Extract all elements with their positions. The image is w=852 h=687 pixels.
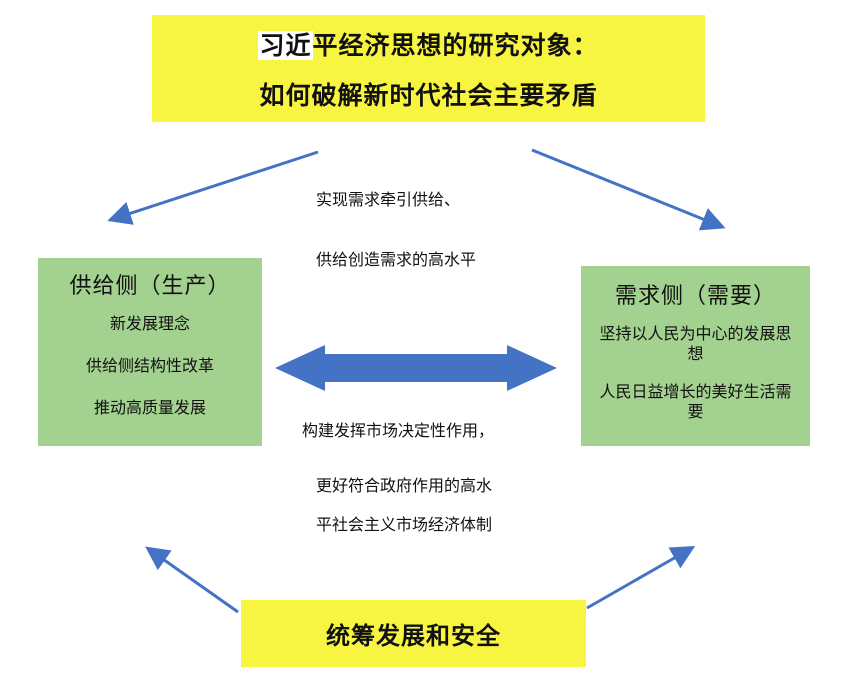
supply-item: 新发展理念 <box>109 314 190 333</box>
bottom-title: 统筹发展和安全 <box>326 622 501 650</box>
arrow-bottom-to-demand <box>586 546 696 610</box>
top-title-highlight: 习近 <box>258 30 313 60</box>
supply-item: 供给侧结构性改革 <box>85 356 214 375</box>
supply-item: 推动高质量发展 <box>93 398 206 417</box>
double-arrow <box>275 345 557 391</box>
coordination-box: 统筹发展和安全 <box>241 600 586 667</box>
middle-top-line2: 供给创造需求的高水平 <box>316 250 477 269</box>
research-object-box: 习近平经济思想的研究对象： 如何破解新时代社会主要矛盾 <box>152 15 705 122</box>
demand-item: 人民日益增长的美好生活需要 <box>599 382 792 421</box>
demand-side-title: 需求侧（需要） <box>614 284 776 309</box>
top-title-line1: 习近平经济思想的研究对象： <box>258 26 598 62</box>
supply-side-box: 供给侧（生产） 新发展理念 供给侧结构性改革 推动高质量发展 <box>38 258 262 446</box>
top-title-line2: 如何破解新时代社会主要矛盾 <box>259 80 598 110</box>
arrow-bottom-to-supply <box>145 546 239 614</box>
demand-side-box: 需求侧（需要） 坚持以人民为中心的发展思想 人民日益增长的美好生活需要 <box>581 266 810 446</box>
middle-bottom-line1: 构建发挥市场决定性作用， <box>302 421 495 440</box>
supply-side-title: 供给侧（生产） <box>69 274 231 299</box>
arrow-top-to-supply <box>107 150 319 225</box>
middle-bottom-line2: 更好符合政府作用的高水 <box>316 476 493 495</box>
middle-top-line1: 实现需求牵引供给、 <box>316 190 461 209</box>
top-title-rest: 平经济思想的研究对象： <box>312 30 599 60</box>
arrow-top-to-demand <box>531 148 726 231</box>
demand-item: 坚持以人民为中心的发展思想 <box>599 324 792 363</box>
middle-bottom-line3: 平社会主义市场经济体制 <box>316 515 493 534</box>
